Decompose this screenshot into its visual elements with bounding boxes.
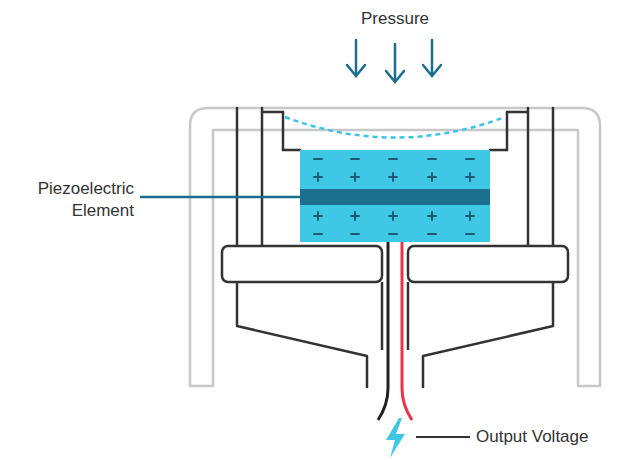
charge-symbol xyxy=(351,158,359,160)
charge-symbol xyxy=(389,158,397,160)
outer-frame xyxy=(190,108,600,386)
diaphragm-curve xyxy=(285,117,505,138)
leader-line xyxy=(140,196,300,199)
signal-label: Output Voltage xyxy=(476,426,588,448)
leader-line xyxy=(416,436,470,438)
charge-symbol xyxy=(314,233,322,235)
pressure-arrows xyxy=(347,40,441,82)
charge-symbol xyxy=(469,173,471,181)
charge-symbol xyxy=(469,212,471,220)
charge-symbol xyxy=(392,212,394,220)
pressure-label: Pressure xyxy=(361,8,429,30)
piezoelectric-element xyxy=(300,150,490,242)
charge-symbol xyxy=(466,158,474,160)
charge-symbol xyxy=(431,173,433,181)
charge-symbol xyxy=(351,233,359,235)
charge-symbol xyxy=(314,158,322,160)
charge-symbol xyxy=(392,173,394,181)
charge-symbol xyxy=(466,233,474,235)
charge-symbol xyxy=(354,212,356,220)
flange xyxy=(222,246,568,282)
lower-body xyxy=(237,282,553,388)
upper-housing xyxy=(237,108,553,246)
part-label: Piezoelectric Element xyxy=(4,178,134,222)
charge-symbol xyxy=(428,233,436,235)
charge-symbol xyxy=(317,212,319,220)
red-wire xyxy=(402,242,412,420)
charge-symbol xyxy=(317,173,319,181)
charge-symbol xyxy=(428,158,436,160)
charge-symbol xyxy=(431,212,433,220)
charge-symbol xyxy=(389,233,397,235)
lightning-bolt xyxy=(386,418,405,458)
black-wire xyxy=(378,242,388,420)
charge-symbol xyxy=(354,173,356,181)
